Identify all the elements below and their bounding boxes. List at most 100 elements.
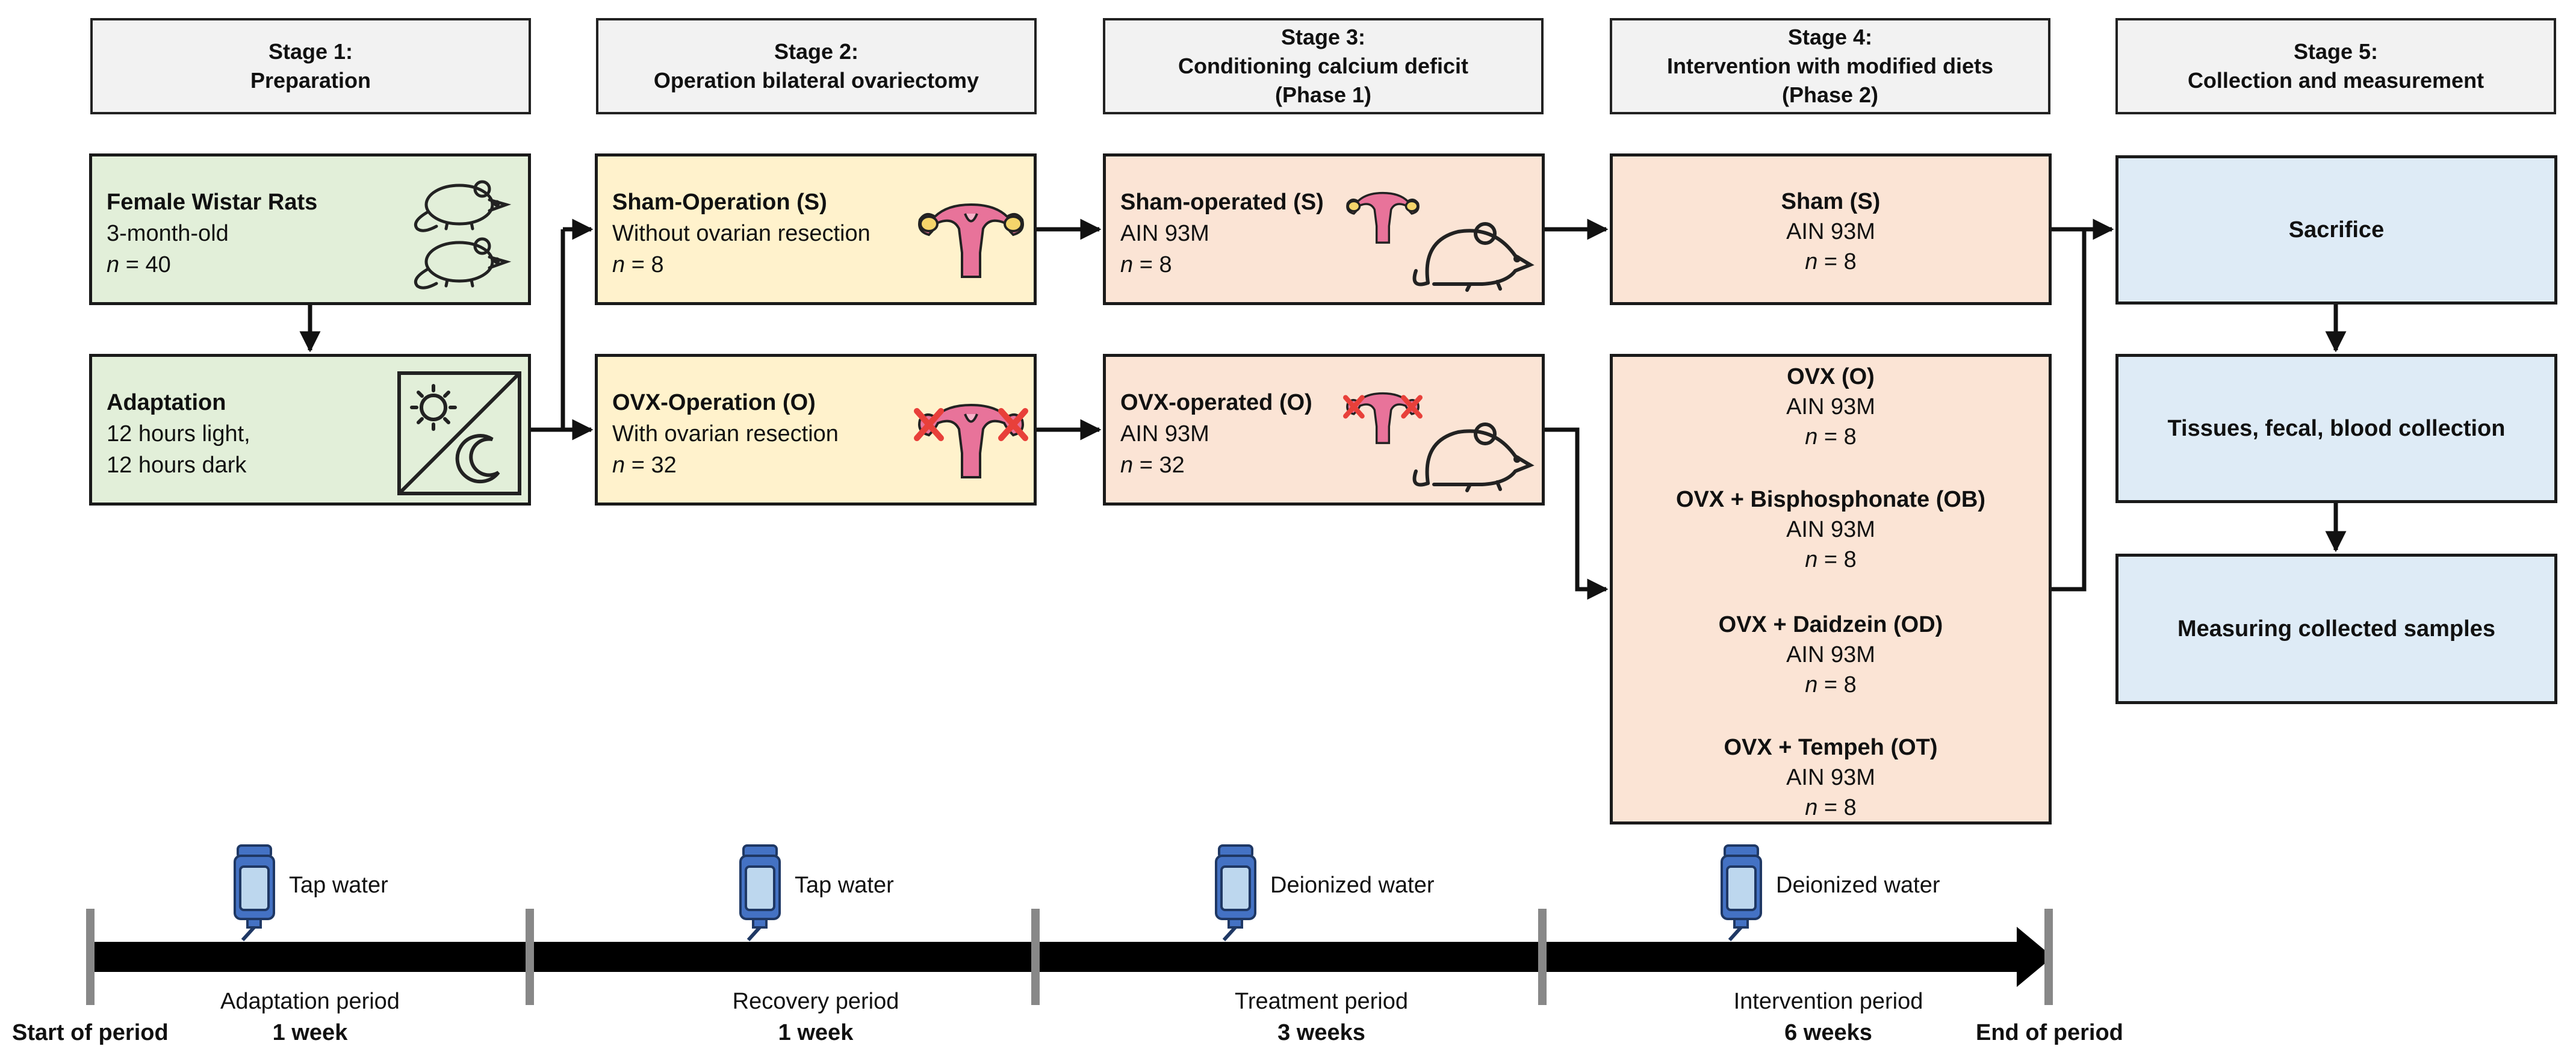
collection-box: Tissues, fecal, blood collection: [2115, 354, 2557, 503]
adaptation-light: 12 hours light,: [107, 421, 250, 447]
adaptation-title: Adaptation: [107, 390, 226, 415]
sham-operated-count: n = 8: [1120, 252, 1172, 277]
water-bottle-icon: [234, 844, 275, 942]
group-od: OVX + Daidzein (OD) AIN 93M n = 8: [1613, 610, 2049, 700]
group-diet: AIN 93M: [1786, 765, 1875, 790]
collection-label: Tissues, fecal, blood collection: [2167, 416, 2506, 441]
group-count: n = 8: [1805, 424, 1857, 450]
water-label-2: Tap water: [795, 873, 894, 898]
timeline-arrow: [90, 927, 2053, 987]
adaptation-dark: 12 hours dark: [107, 453, 247, 478]
sham-group-diet: AIN 93M: [1786, 219, 1875, 244]
ovx-operation-box: OVX-Operation (O) With ovarian resection…: [595, 354, 1037, 506]
stage-5-header: Stage 5: Collection and measurement: [2115, 18, 2556, 114]
stage-3-title: Stage 3:: [1280, 25, 1366, 49]
sham-group-box: Sham (S) AIN 93M n = 8: [1610, 153, 2052, 305]
rat-icon: [414, 180, 512, 289]
rats-title: Female Wistar Rats: [107, 190, 318, 215]
ovx-operated-box: OVX-operated (O) AIN 93M n = 32: [1103, 354, 1545, 506]
adaptation-box: Adaptation 12 hours light, 12 hours dark: [89, 354, 531, 506]
stage-2-title: Stage 2:: [774, 39, 859, 64]
period-3-name: Treatment period: [1235, 989, 1408, 1014]
period-2-duration: 1 week: [778, 1020, 854, 1045]
group-title: OVX + Daidzein (OD): [1718, 612, 1943, 637]
arrow-groups-out: [2052, 229, 2087, 592]
uterus-icon: [1346, 191, 1420, 244]
sham-operation-count: n = 8: [612, 252, 664, 277]
period-1-name: Adaptation period: [220, 989, 400, 1014]
rat-icon: [1412, 422, 1535, 492]
sacrifice-label: Sacrifice: [2288, 217, 2385, 243]
stage-4-title: Stage 4:: [1787, 25, 1873, 49]
rats-box: Female Wistar Rats 3-month-old n = 40: [89, 153, 531, 305]
ovx-operation-desc: With ovarian resection: [612, 421, 839, 447]
water-2: Tap water: [737, 843, 978, 945]
water-4: Deionized water: [1719, 843, 2020, 945]
group-ot: OVX + Tempeh (OT) AIN 93M n = 8: [1613, 732, 2049, 823]
sacrifice-box: Sacrifice: [2115, 155, 2557, 305]
group-ovx: OVX (O) AIN 93M n = 8: [1613, 362, 2049, 452]
ovx-operated-count: n = 32: [1120, 453, 1185, 478]
group-count: n = 8: [1805, 672, 1857, 698]
water-bottle-icon: [1721, 844, 1762, 942]
sham-operation-box: Sham-Operation (S) Without ovarian resec…: [595, 153, 1037, 305]
stage-1-header: Stage 1: Preparation: [90, 18, 531, 114]
day-night-icon: [397, 371, 521, 495]
sham-operated-title: Sham-operated (S): [1120, 190, 1324, 215]
ovx-groups-box: OVX (O) AIN 93M n = 8 OVX + Bisphosphona…: [1610, 354, 2052, 824]
stage-5-subtitle: Collection and measurement: [2187, 68, 2484, 93]
timeline-tick-4: [1538, 909, 1547, 1005]
timeline-tick-start: [86, 909, 95, 1005]
stage-3-subtitle: Conditioning calcium deficit: [1178, 54, 1468, 78]
water-label-3: Deionized water: [1270, 873, 1435, 898]
measuring-box: Measuring collected samples: [2115, 554, 2557, 704]
timeline-end-label: End of period: [1976, 1020, 2123, 1045]
group-title: OVX + Bisphosphonate (OB): [1675, 487, 1986, 512]
sham-operation-title: Sham-Operation (S): [612, 190, 827, 215]
stage-3-header: Stage 3: Conditioning calcium deficit (P…: [1103, 18, 1544, 114]
stage-2-subtitle: Operation bilateral ovariectomy: [653, 68, 979, 93]
group-count: n = 8: [1805, 795, 1857, 820]
ovx-operation-count: n = 32: [612, 453, 677, 478]
water-bottle-icon: [739, 844, 781, 942]
timeline-tick-end: [2044, 909, 2053, 1005]
period-1: Adaptation period 1 week: [120, 986, 500, 1048]
ovx-operated-title: OVX-operated (O): [1120, 390, 1312, 415]
group-count: n = 8: [1805, 547, 1857, 572]
measuring-label: Measuring collected samples: [2177, 616, 2495, 642]
rats-age: 3-month-old: [107, 221, 229, 246]
uterus-crossed-icon: [1343, 392, 1423, 444]
timeline-bar: [86, 909, 2053, 1005]
group-diet: AIN 93M: [1786, 517, 1875, 542]
period-3: Treatment period 3 weeks: [1132, 986, 1511, 1048]
group-diet: AIN 93M: [1786, 394, 1875, 419]
uterus-crossed-icon: [914, 403, 1028, 478]
stage-3-extra: (Phase 1): [1274, 82, 1372, 107]
group-ob: OVX + Bisphosphonate (OB) AIN 93M n = 8: [1613, 484, 2049, 575]
stage-1-subtitle: Preparation: [250, 68, 371, 93]
timeline-tick-2: [526, 909, 534, 1005]
group-diet: AIN 93M: [1786, 642, 1875, 667]
sham-operated-box: Sham-operated (S) AIN 93M n = 8: [1103, 153, 1545, 305]
stage-4-extra: (Phase 2): [1781, 82, 1879, 107]
rats-count: n = 40: [107, 252, 171, 277]
stage-1-title: Stage 1:: [268, 39, 353, 64]
stage-4-header: Stage 4: Intervention with modified diet…: [1610, 18, 2050, 114]
water-label-4: Deionized water: [1776, 873, 1940, 898]
stage-4-subtitle: Intervention with modified diets: [1666, 54, 1994, 78]
group-title: OVX (O): [1787, 364, 1875, 389]
timeline-start-label: Start of period: [12, 1020, 169, 1045]
period-4: Intervention period 6 weeks: [1639, 986, 2018, 1048]
arrow-ovx-operated-to-groups: [1545, 427, 1609, 600]
sham-group-count: n = 8: [1805, 249, 1857, 274]
ovx-operation-title: OVX-Operation (O): [612, 390, 816, 415]
timeline-tick-3: [1031, 909, 1040, 1005]
period-4-duration: 6 weeks: [1784, 1020, 1872, 1045]
sham-operated-diet: AIN 93M: [1120, 221, 1209, 246]
group-title: OVX + Tempeh (OT): [1724, 735, 1938, 760]
uterus-icon: [918, 203, 1024, 278]
water-1: Tap water: [232, 843, 473, 945]
period-1-duration: 1 week: [272, 1020, 348, 1045]
sham-operation-desc: Without ovarian resection: [612, 221, 871, 246]
